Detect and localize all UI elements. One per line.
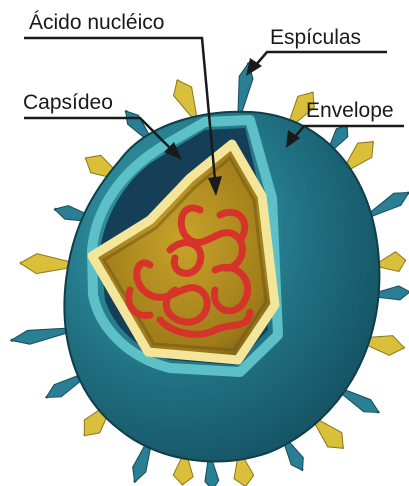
label-espiculas: Espículas [270,27,361,48]
leader-espiculas [255,52,387,66]
spike-blue [11,328,70,344]
spike-blue [369,193,409,217]
label-envelope: Envelope [306,100,394,121]
label-acido-nucleico: Ácido nucléico [29,12,164,33]
spike-blue [205,460,219,486]
spike-yellow [378,252,406,272]
spike-yellow [314,419,344,449]
spike-yellow [174,80,197,119]
label-capsideo: Capsídeo [23,92,113,113]
